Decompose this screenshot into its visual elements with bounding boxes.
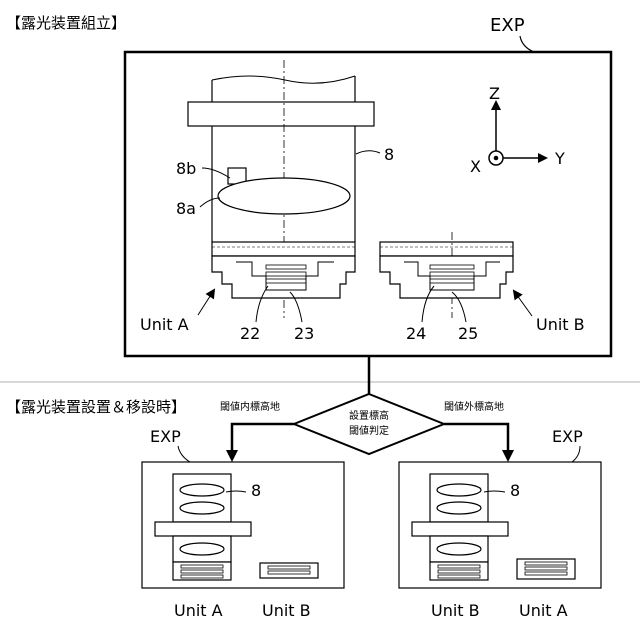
top-exp-frame xyxy=(125,52,611,356)
bottom-right-exp-panel: EXP 8 Unit B Unit A xyxy=(399,427,601,620)
y-axis-label: Y xyxy=(554,149,565,168)
right-branch-arrowhead xyxy=(502,450,514,462)
bottom-left-exp-label: EXP xyxy=(150,427,181,446)
bottom-left-unit-first-label: Unit A xyxy=(174,601,223,620)
right-branch-label: 閾値外標高地 xyxy=(444,400,504,413)
left-branch-line xyxy=(232,424,294,452)
bottom-right-exp-label: EXP xyxy=(552,427,583,446)
label-8b: 8b xyxy=(176,159,196,178)
installation-section-title: 【露光装置設置＆移設時】 xyxy=(6,398,186,416)
left-branch-arrowhead xyxy=(226,450,238,462)
decision-line-2: 閾値判定 xyxy=(349,424,389,437)
x-axis-dot-icon xyxy=(494,156,499,161)
label-8: 8 xyxy=(384,145,394,164)
top-exp-panel: EXP Z X Y 8 8b xyxy=(125,15,611,356)
assembly-section-title: 【露光装置組立】 xyxy=(6,14,126,32)
top-exp-leader xyxy=(520,36,534,52)
decision-flow: 設置標高 閾値判定 閾値内標高地 閾値外標高地 xyxy=(220,356,514,462)
elevation-threshold-diamond xyxy=(294,394,444,454)
z-axis-label: Z xyxy=(489,84,500,103)
left-branch-label: 閾値内標高地 xyxy=(220,400,280,413)
decision-line-1: 設置標高 xyxy=(349,409,389,422)
axis-indicator: Z X Y xyxy=(470,84,565,176)
bottom-left-unit-b-box xyxy=(260,563,318,578)
bottom-left-label-8: 8 xyxy=(251,481,261,500)
y-axis-arrowhead xyxy=(538,153,548,163)
unit-a-assembly xyxy=(212,242,355,298)
barrel-flange xyxy=(188,102,374,126)
bottom-right-label-8: 8 xyxy=(510,481,520,500)
bottom-left-exp-panel: EXP 8 Unit A Unit B xyxy=(142,427,344,620)
bottom-right-unit-first-label: Unit B xyxy=(431,601,480,620)
top-exp-label: EXP xyxy=(490,15,525,36)
bottom-right-unit-second-label: Unit A xyxy=(519,601,568,620)
unit-b-assembly xyxy=(380,232,513,318)
x-axis-label: X xyxy=(470,157,481,176)
right-branch-line xyxy=(444,424,508,452)
label-22: 22 xyxy=(240,324,260,343)
unit-a-label: Unit A xyxy=(140,315,189,334)
barrel-top-break xyxy=(212,76,355,83)
label-23: 23 xyxy=(294,324,314,343)
label-24: 24 xyxy=(406,324,426,343)
label-25: 25 xyxy=(458,324,478,343)
unit-b-label: Unit B xyxy=(536,315,585,334)
label-8a: 8a xyxy=(176,199,196,218)
bottom-left-unit-second-label: Unit B xyxy=(262,601,311,620)
lens-element-8a xyxy=(218,178,350,214)
